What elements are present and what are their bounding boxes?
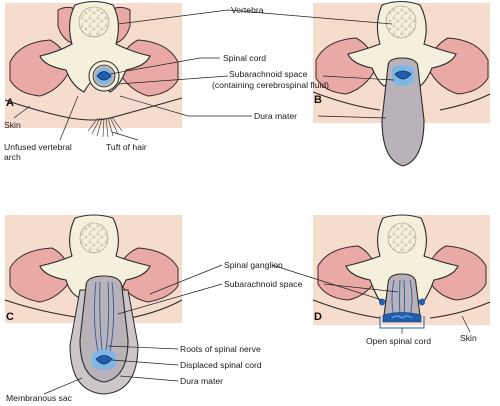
label-subarachnoid-space-note: (containing cerebrospinal fluid) <box>212 80 329 90</box>
panel-c-displaced-spinal-cord <box>95 355 113 365</box>
panel-d-spinal-ganglion-right <box>419 298 425 306</box>
panel-d: D <box>312 214 491 329</box>
leader-unfused-arch <box>59 95 79 141</box>
panel-d-spinal-ganglion-left <box>379 298 385 306</box>
panel-c-vertebral-body <box>79 222 109 254</box>
label-open-spinal-cord: Open spinal cord <box>366 336 431 346</box>
label-spinal-ganglion: Spinal ganglion <box>224 260 283 270</box>
label-roots-of-spinal-nerve: Roots of spinal nerve <box>180 344 261 354</box>
leader-dura-bottom <box>119 375 179 382</box>
panel-a-tuft-of-hair <box>87 116 123 138</box>
panel-c: C <box>4 214 183 395</box>
panel-a-vertebral-body <box>78 6 110 38</box>
panel-c-skin-surface <box>4 299 183 319</box>
label-unfused-arch: Unfused vertebral <box>4 142 72 152</box>
panel-b-spinal-cord <box>394 70 412 80</box>
leader-spinal-cord <box>109 57 220 75</box>
leader-dura-top <box>119 95 387 119</box>
panel-a-letter: A <box>6 97 14 109</box>
label-spinal-cord: Spinal cord <box>223 53 266 63</box>
leader-membranous-sac <box>43 377 83 395</box>
label-membranous-sac: Membranous sac <box>6 393 73 403</box>
panel-d-letter: D <box>314 311 322 323</box>
leader-tuft <box>111 131 139 141</box>
leader-subarachnoid-top <box>117 75 395 85</box>
leader-skin-d <box>461 315 471 333</box>
leader-displaced-cord <box>111 359 179 366</box>
label-displaced-spinal-cord: Displaced spinal cord <box>180 360 262 370</box>
label-skin-a: Skin <box>4 120 21 130</box>
panel-d-vertebral-body <box>387 222 417 254</box>
panel-b-meningeal-sac <box>381 57 425 167</box>
label-tuft-of-hair: Tuft of hair <box>106 142 147 152</box>
label-vertebra: Vertebra <box>231 5 264 15</box>
panel-c-letter: C <box>6 311 14 323</box>
leader-skin-a <box>13 105 31 119</box>
panel-a-spinal-cord <box>96 71 112 81</box>
leader-subarachnoid-bottom <box>117 283 399 315</box>
panel-b-skin-surface <box>312 91 491 111</box>
label-subarachnoid-space-bottom: Subarachnoid space <box>224 279 303 289</box>
label-dura-mater-top: Dura mater <box>254 111 297 121</box>
labels: Vertebra Spinal cord Subarachnoid space … <box>4 5 477 403</box>
leader-roots <box>107 345 179 350</box>
panel-a: A <box>4 0 183 138</box>
label-dura-mater-bottom: Dura mater <box>180 376 223 386</box>
label-skin-d: Skin <box>460 333 477 343</box>
leader-lines <box>13 9 471 395</box>
panel-a-skin-surface <box>4 97 183 121</box>
panel-d-dura <box>383 273 421 317</box>
panel-b-vertebral-body <box>385 5 417 39</box>
panel-b-letter: B <box>314 94 322 106</box>
panel-d-open-spinal-cord <box>382 312 422 323</box>
leader-vertebra <box>117 9 393 25</box>
panel-b: B <box>312 0 491 167</box>
label-subarachnoid-space: Subarachnoid space <box>229 69 308 79</box>
leader-spinal-ganglion <box>149 264 383 301</box>
label-unfused-arch-2: arch <box>4 152 21 162</box>
panel-d-skin-surface <box>312 299 491 319</box>
